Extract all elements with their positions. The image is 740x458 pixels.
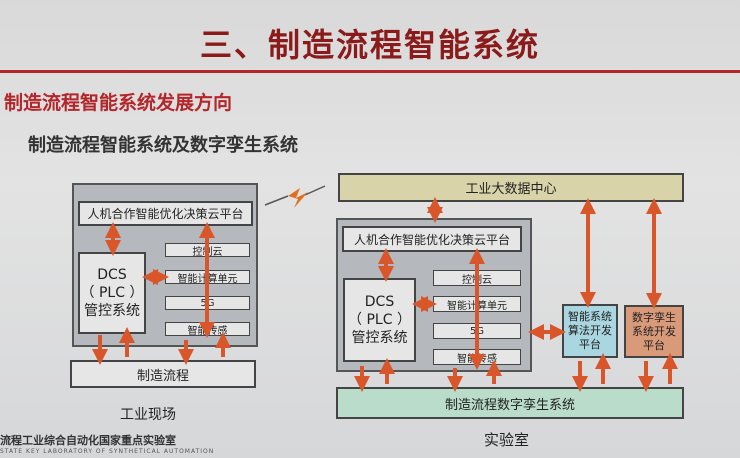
lab-dcs-box: DCS （ PLC ） 管控系统 — [343, 278, 416, 362]
field-caption: 工业现场 — [120, 407, 176, 423]
algo-dev-platform: 智能系统算法开发平台 — [562, 304, 618, 358]
lab-cloud-platform: 人机合作智能优化决策云平台 — [342, 226, 522, 252]
field-cloud-platform: 人机合作智能优化决策云平台 — [78, 201, 253, 226]
slide-title: 三、制造流程智能系统 — [199, 26, 540, 64]
title-divider — [0, 70, 740, 73]
lab-logo-text-en: STATE KEY LABORATORY OF SYNTHETICAL AUTO… — [0, 448, 215, 455]
section-title: 制造流程智能系统及数字孪生系统 — [28, 135, 298, 156]
plc-label: （ PLC ） — [80, 285, 144, 301]
dcs-label: DCS — [364, 294, 395, 310]
big-data-center: 工业大数据中心 — [338, 173, 684, 202]
twin-dev-platform: 数字孪生系统开发平台 — [624, 305, 684, 358]
control-system-label: 管控系统 — [84, 303, 140, 319]
plc-label: （ PLC ） — [348, 312, 411, 328]
dcs-label: DCS — [97, 267, 127, 283]
lab-caption: 实验室 — [484, 431, 530, 449]
lab-logo-text: 流程工业综合自动化国家重点实验室 — [0, 434, 176, 447]
control-system-label: 管控系统 — [351, 330, 408, 346]
wireless-lightning-icon — [264, 185, 326, 208]
digital-twin-system: 制造流程数字孪生系统 — [336, 387, 684, 419]
subtitle: 制造流程智能系统发展方向 — [4, 92, 233, 114]
